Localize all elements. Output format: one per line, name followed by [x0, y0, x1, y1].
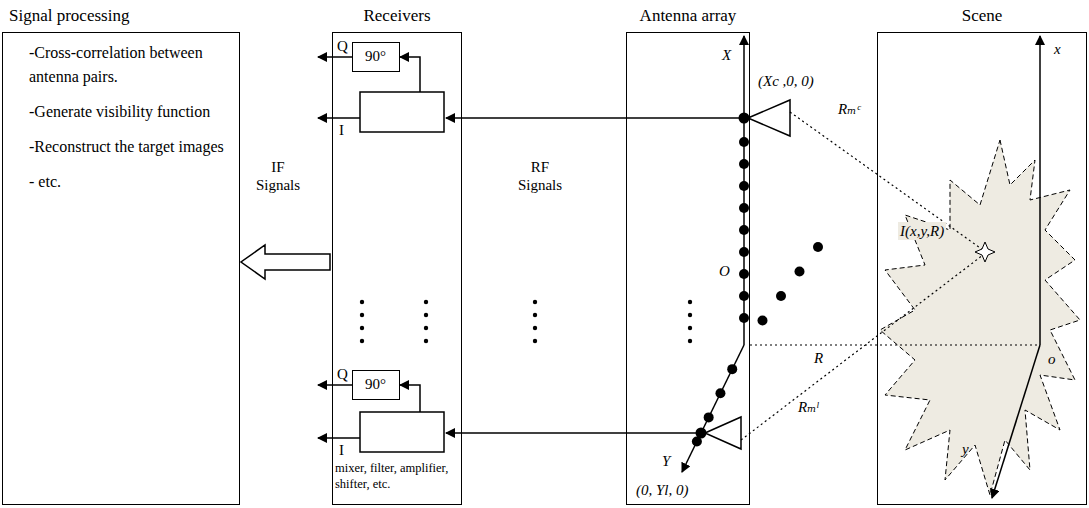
dot — [739, 269, 749, 279]
channel-label: I — [339, 121, 344, 139]
dot — [795, 267, 805, 277]
phase-shifter-box: 90° — [352, 42, 400, 72]
receiver-chain — [318, 57, 444, 452]
dot — [758, 316, 768, 326]
processing-panel: Signal processing-Cross-correlation betw… — [2, 32, 240, 505]
panel-heading: Receivers — [333, 6, 461, 26]
range-label: R — [812, 349, 825, 367]
range-label: Rₘˡ — [796, 398, 820, 416]
dot — [739, 247, 749, 257]
box-label: 90° — [365, 48, 386, 65]
axis-label: x — [1054, 40, 1061, 58]
channel-label: I — [339, 441, 344, 459]
task-item: -Cross-correlation between antenna pairs… — [29, 41, 233, 89]
array-elements — [360, 113, 823, 447]
dot — [424, 300, 428, 304]
range-line — [741, 112, 1038, 440]
dot — [776, 291, 786, 301]
scene-target-outline — [880, 140, 1080, 495]
channel-label: Q — [337, 37, 348, 55]
range-label: Rₘᶜ — [836, 100, 862, 118]
scene-axes — [992, 36, 1040, 498]
dot — [739, 313, 749, 323]
dot — [533, 300, 537, 304]
dot — [424, 326, 428, 330]
dot — [727, 364, 737, 374]
task-item: -Reconstruct the target images — [29, 135, 233, 159]
dot — [739, 137, 749, 147]
dot — [533, 339, 537, 343]
coordinate-label: (Xc ,0, 0) — [758, 72, 814, 90]
dot — [715, 388, 725, 398]
panel-heading: Signal processing — [9, 6, 129, 26]
dot — [696, 428, 707, 439]
dot — [424, 313, 428, 317]
dot — [739, 203, 749, 213]
coordinate-label: (0, Yl, 0) — [636, 481, 689, 499]
target-point — [975, 242, 995, 262]
dot — [739, 113, 750, 124]
dot — [739, 181, 749, 191]
dot — [813, 242, 823, 252]
dot — [704, 412, 714, 422]
dot — [360, 300, 364, 304]
receivers-panel: Receivers90°90° — [332, 32, 462, 505]
dot — [360, 339, 364, 343]
panel-heading: Scene — [878, 6, 1086, 26]
dot — [688, 313, 692, 317]
panel-heading: Antenna array — [627, 6, 749, 26]
dot — [688, 339, 692, 343]
target-label: I(x,y,R) — [898, 222, 946, 240]
hollow-arrow — [241, 245, 330, 279]
channel-label: Q — [337, 365, 348, 383]
task-item: - etc. — [29, 170, 233, 194]
array-axes — [682, 36, 744, 472]
signal-label: RF Signals — [510, 158, 570, 194]
horn-antenna — [705, 100, 790, 449]
data-flow-arrow — [241, 245, 330, 279]
scene-panel: Scene — [877, 32, 1087, 505]
dot — [739, 225, 749, 235]
note: mixer, filter, amplifier, shifter, etc. — [335, 460, 461, 492]
axis-label: y — [962, 440, 969, 458]
dot — [739, 159, 749, 169]
axis-label: o — [1048, 350, 1056, 368]
dot — [533, 313, 537, 317]
phase-shifter-box: 90° — [352, 370, 400, 400]
dot — [533, 326, 537, 330]
dot — [424, 339, 428, 343]
panel-body: -Cross-correlation between antenna pairs… — [29, 41, 233, 205]
box-label: 90° — [365, 376, 386, 393]
task-item: -Generate visibility function — [29, 100, 233, 124]
dot — [360, 313, 364, 317]
dot — [688, 300, 692, 304]
axis-label: X — [722, 46, 731, 64]
axis-label: O — [719, 262, 730, 280]
rf-wire — [446, 118, 744, 433]
dot — [688, 326, 692, 330]
dot — [739, 291, 749, 301]
dot — [360, 326, 364, 330]
axis-label: Y — [662, 452, 670, 470]
signal-label: IF Signals — [248, 158, 308, 194]
antenna-array-panel: Antenna array — [626, 32, 750, 505]
